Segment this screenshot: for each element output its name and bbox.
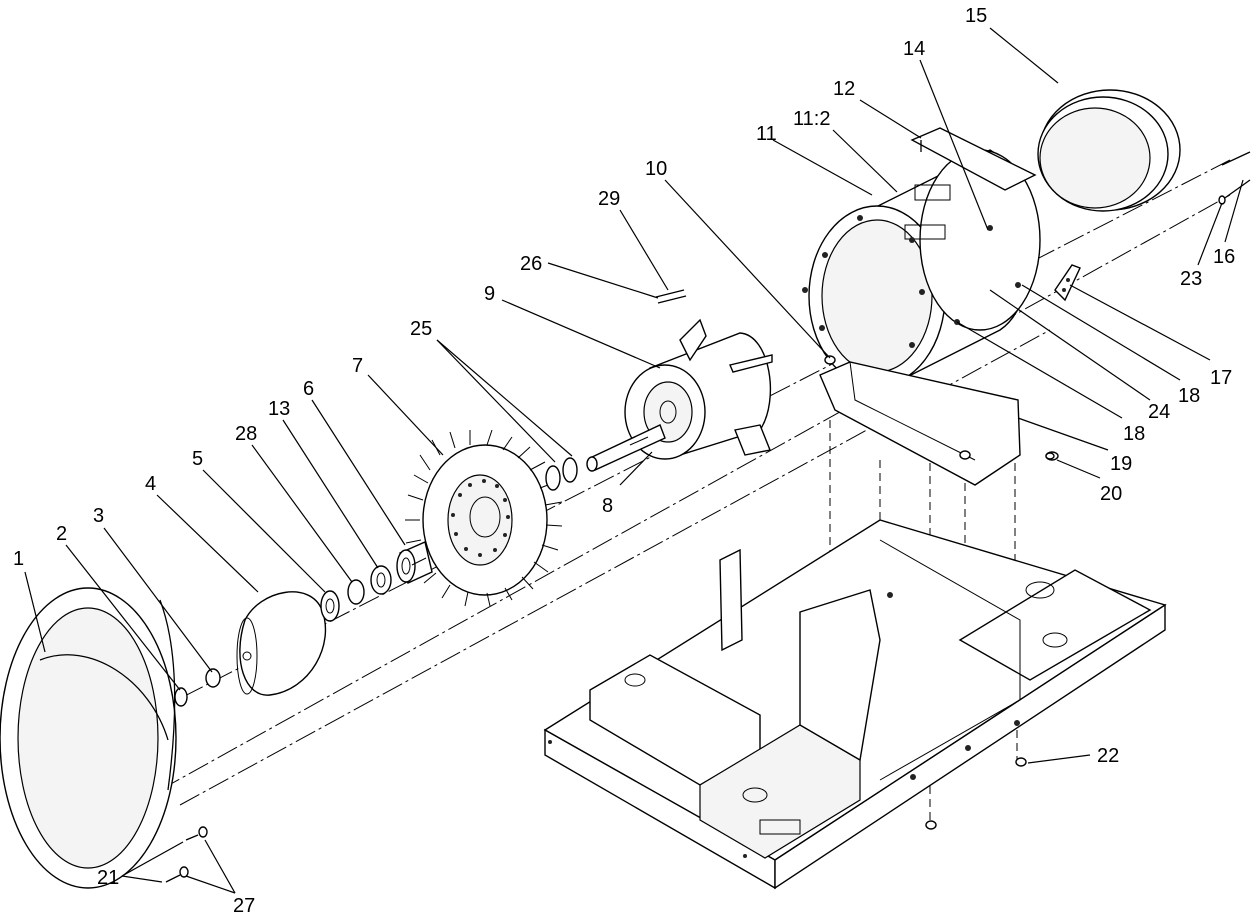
callout-21: 21 <box>97 867 119 889</box>
callout-12: 12 <box>833 78 855 100</box>
part-26-strip <box>655 289 685 298</box>
part-13-washer <box>370 565 392 595</box>
part-22-nut <box>1015 757 1027 767</box>
callout-5: 5 <box>192 448 203 470</box>
callout-19: 19 <box>1110 453 1132 475</box>
callout-23: 23 <box>1180 268 1202 290</box>
part-27-washers <box>179 826 208 878</box>
callout-18-right: 18 <box>1178 385 1200 407</box>
part-3-washer <box>205 668 221 688</box>
callout-15: 15 <box>965 5 987 27</box>
callout-1: 1 <box>13 548 24 570</box>
part-4-dome-cover <box>236 591 327 696</box>
part-19-mount-bracket <box>819 355 1059 486</box>
part-17-bracket <box>1054 264 1081 302</box>
callout-13: 13 <box>268 398 290 420</box>
callout-26: 26 <box>520 253 542 275</box>
callout-17: 17 <box>1210 367 1232 389</box>
part-28-washer <box>347 579 365 605</box>
callout-3: 3 <box>93 505 104 527</box>
callout-27: 27 <box>233 895 255 917</box>
callout-28: 28 <box>235 423 257 445</box>
callout-22: 22 <box>1097 745 1119 767</box>
callout-14: 14 <box>903 38 925 60</box>
callout-6: 6 <box>303 378 314 400</box>
callout-7: 7 <box>352 355 363 377</box>
callout-16: 16 <box>1213 246 1235 268</box>
callout-11-2: 11:2 <box>793 108 830 130</box>
callout-18-left: 18 <box>1123 423 1145 445</box>
callout-9: 9 <box>484 283 495 305</box>
part-5-nut <box>320 590 340 622</box>
part-11-housing <box>802 127 1041 387</box>
callout-25: 25 <box>410 318 432 340</box>
part-20-bolt <box>1045 452 1055 460</box>
part-23-washer <box>1218 195 1226 205</box>
callout-labels: 1 2 3 4 5 28 13 6 7 25 9 26 29 10 8 11 1… <box>13 5 1235 917</box>
callout-leaders <box>24 27 1244 894</box>
callout-2: 2 <box>56 523 67 545</box>
callout-8: 8 <box>602 495 613 517</box>
callout-24: 24 <box>1148 401 1170 423</box>
part-15-rear-ring <box>1037 89 1181 212</box>
part-25-washer-a <box>545 465 561 491</box>
part-21-bolts <box>165 834 199 883</box>
part-7-fan <box>405 429 563 607</box>
part-25-washer-b <box>562 457 578 483</box>
callout-20: 20 <box>1100 483 1122 505</box>
part-22-nut-b <box>925 820 937 830</box>
callout-10: 10 <box>645 158 667 180</box>
part-1-outer-ring <box>0 587 177 889</box>
callout-11: 11 <box>756 123 777 145</box>
callout-29: 29 <box>598 188 620 210</box>
part-2-snap-ring <box>174 687 188 707</box>
chassis-frame <box>543 519 1167 890</box>
part-16-bolts <box>1221 151 1251 201</box>
callout-4: 4 <box>145 473 156 495</box>
part-9-motor <box>586 318 773 472</box>
part-29-strip <box>657 295 687 304</box>
